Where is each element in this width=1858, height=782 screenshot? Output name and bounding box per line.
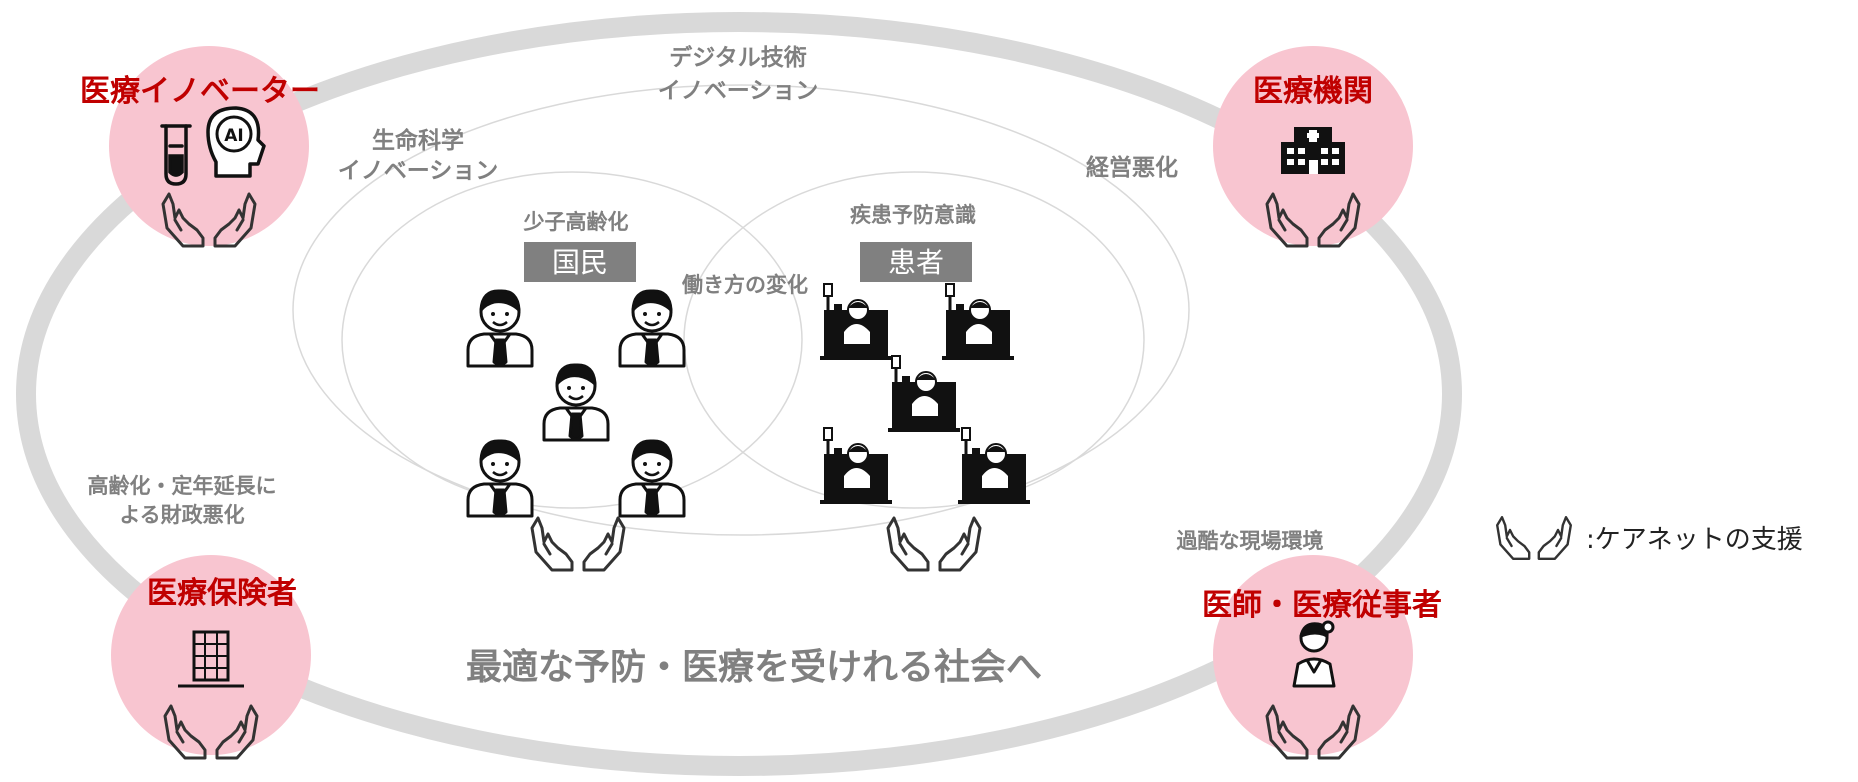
doctor-label: 医師・医療従事者	[1202, 588, 1442, 623]
digital-innovation-line1: デジタル技術	[669, 44, 807, 71]
citizen-icon-2	[618, 289, 686, 368]
hospital-icon	[1281, 127, 1345, 174]
citizen-icon-3	[542, 363, 610, 442]
patients-box	[860, 242, 972, 282]
patient-icon-4	[818, 426, 894, 506]
patient-icon-2	[940, 282, 1016, 362]
patient-icon-5	[956, 426, 1032, 506]
citizen-icon-1	[466, 289, 534, 368]
prevention-label: 疾患予防意識	[850, 203, 976, 227]
goal-text: 最適な予防・医療を受けれる社会へ	[466, 647, 1042, 688]
middle-ellipse	[292, 84, 1190, 536]
legend-support-icon	[1495, 516, 1572, 560]
patients-circle	[683, 171, 1145, 509]
workstyle-label: 働き方の変化	[681, 273, 808, 297]
life-science-line2: イノベーション	[338, 158, 499, 184]
doctor-icon	[1292, 620, 1336, 688]
citizen-icon-4	[466, 439, 534, 518]
insurer-label: 医療保険者	[147, 576, 297, 611]
doctor-circle	[1213, 555, 1413, 755]
ai-head-icon: AI	[206, 106, 266, 178]
workplace-label: 過酷な現場環境	[1177, 529, 1324, 553]
finance-line1: 高齢化・定年延長に	[88, 474, 277, 498]
legend-label: :ケアネットの支援	[1586, 525, 1803, 555]
citizens-label: 国民	[552, 246, 608, 279]
svg-text:AI: AI	[224, 126, 243, 146]
life-science-line1: 生命科学	[372, 127, 464, 154]
citizen-icon-5	[618, 439, 686, 518]
institution-label: 医療機関	[1253, 74, 1373, 109]
innovator-label: 医療イノベーター	[80, 74, 320, 109]
outer-ring	[16, 12, 1462, 776]
digital-innovation-line2: イノベーション	[658, 78, 819, 104]
test-tube-icon	[160, 124, 192, 186]
patient-icon-1	[818, 282, 894, 362]
patients-support-icon	[886, 516, 982, 572]
patient-icon-3	[886, 354, 962, 434]
management-label: 経営悪化	[1086, 154, 1178, 181]
finance-line2: よる財政悪化	[119, 503, 244, 527]
citizens-box	[524, 242, 636, 282]
citizens-circle	[341, 171, 803, 509]
office-building-icon	[178, 630, 244, 688]
patients-label: 患者	[888, 246, 944, 279]
aging-label: 少子高齢化	[523, 210, 629, 234]
